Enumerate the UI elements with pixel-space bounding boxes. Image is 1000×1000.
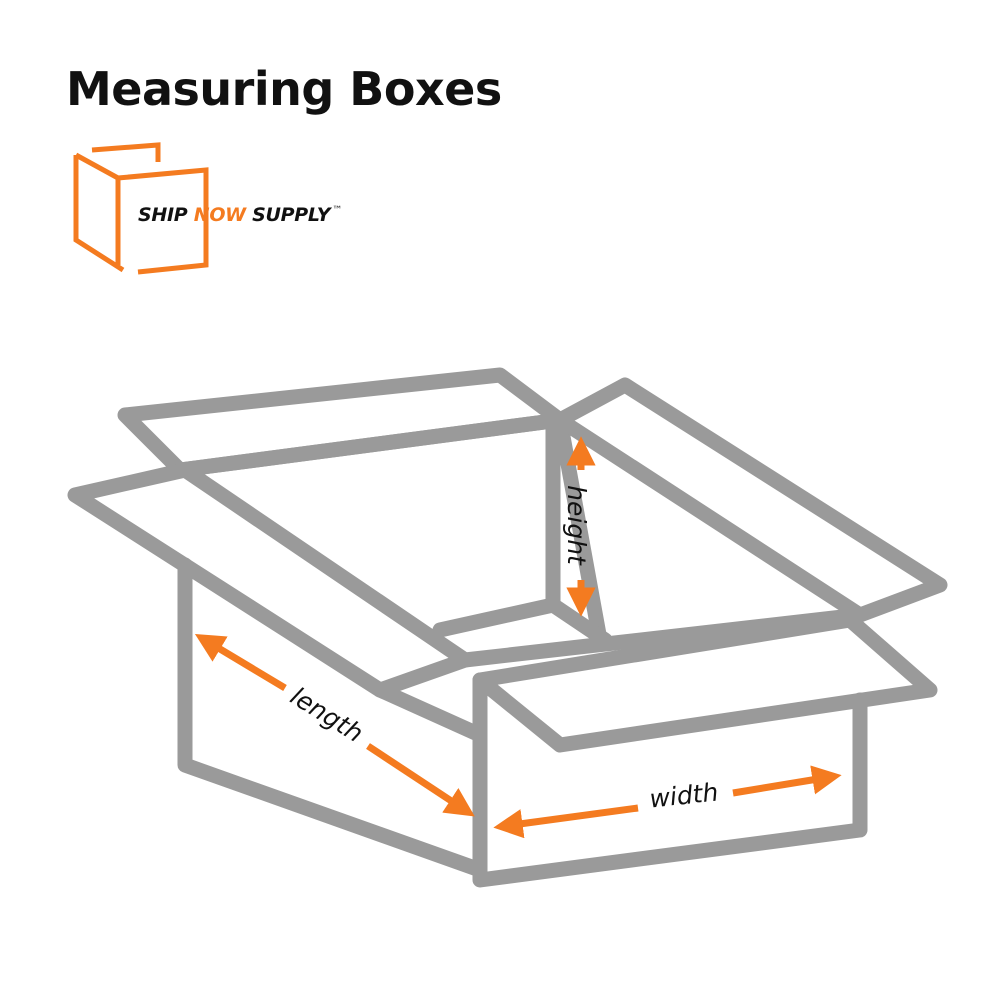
left-flap	[67, 462, 473, 698]
open-box-logo-icon	[73, 142, 209, 275]
page-title: Measuring Boxes	[66, 62, 502, 116]
length-arrow-top	[194, 633, 287, 692]
front-wall	[457, 607, 868, 888]
width-arrow-right	[732, 765, 842, 797]
logo-word-supply: SUPPLY	[252, 204, 331, 226]
width-arrow-left	[493, 804, 639, 839]
left-side-wall	[177, 557, 488, 878]
trademark-symbol: ™	[332, 205, 342, 216]
width-label: width	[648, 777, 720, 813]
right-flap	[552, 377, 948, 623]
length-arrow-bottom	[366, 743, 475, 817]
length-label: length	[285, 681, 368, 748]
logo-word-now: NOW	[193, 204, 246, 226]
height-label: height	[562, 485, 591, 566]
logo-word-ship: SHIP	[138, 204, 188, 226]
front-flap	[472, 612, 938, 753]
